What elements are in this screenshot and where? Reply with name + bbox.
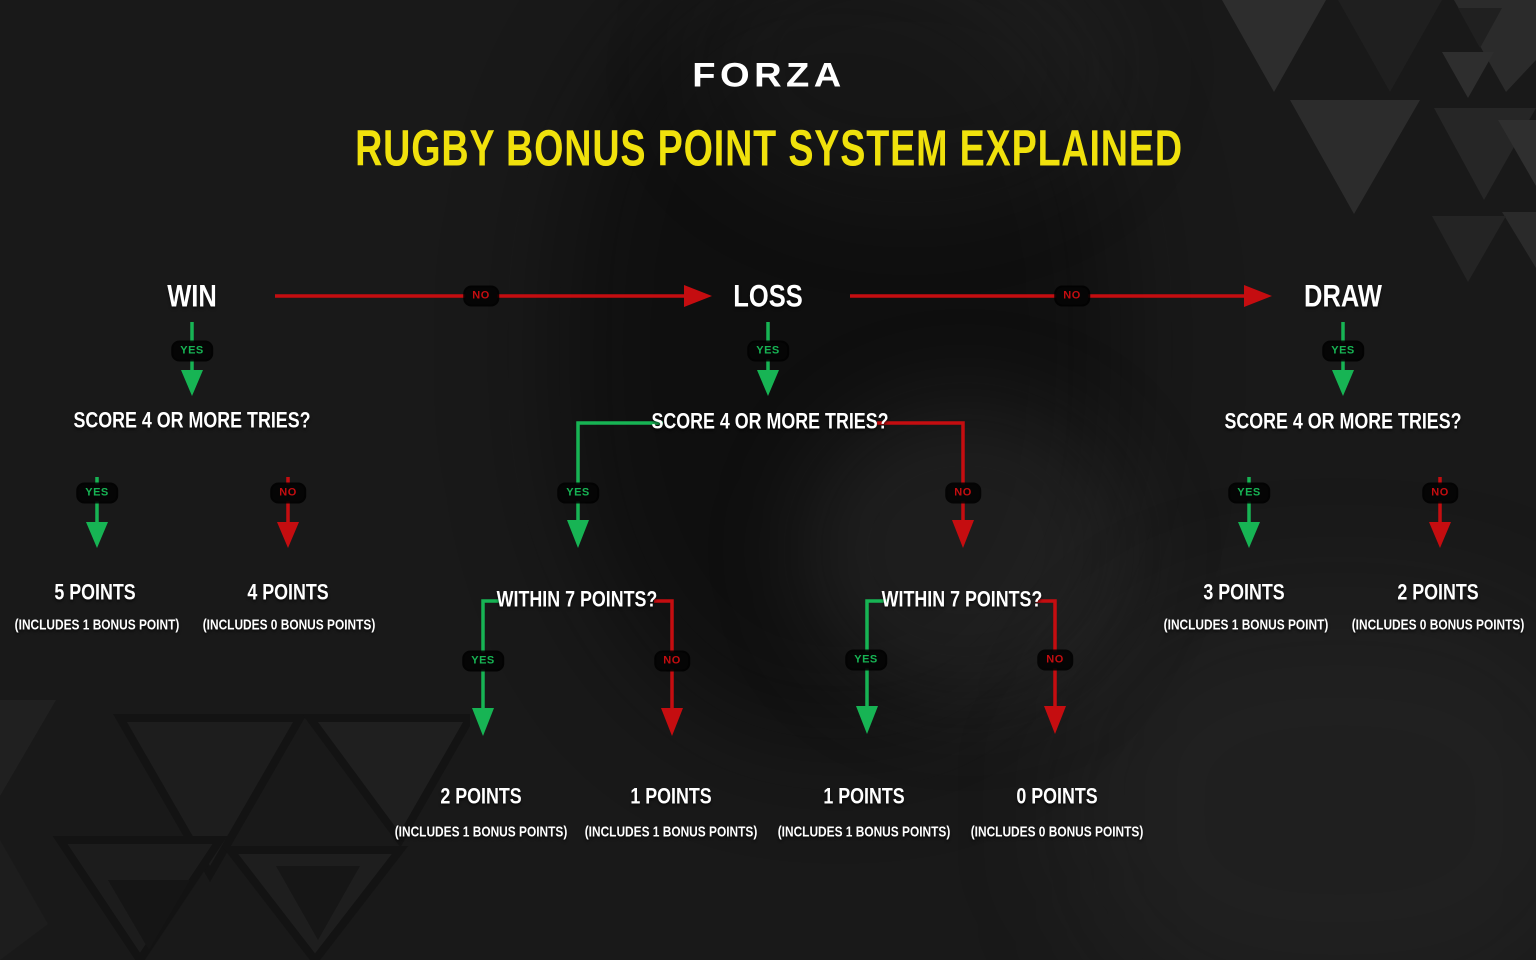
draw-no-points: 2 POINTS	[1397, 580, 1479, 605]
within7-right-yes-elbow	[856, 599, 888, 734]
within7-right-question: WITHIN 7 POINTS?	[881, 587, 1043, 612]
yes-badge-win-question: YES	[78, 484, 116, 502]
loss-no-yes-note: (INCLUDES 1 BONUS POINTS)	[777, 822, 951, 840]
loss-yes-yes-points: 2 POINTS	[440, 784, 522, 809]
within7-left-no-elbow	[654, 599, 683, 736]
yes-badge-loss-question: YES	[559, 484, 597, 502]
no-badge-loss-draw: NO	[1056, 287, 1088, 305]
no-badge-draw-question: NO	[1424, 484, 1456, 502]
no-badge-within7-left: NO	[656, 652, 688, 670]
win-node-label: WIN	[167, 278, 217, 314]
within7-left-question: WITHIN 7 POINTS?	[496, 587, 658, 612]
yes-badge-win: YES	[173, 342, 211, 360]
yes-badge-draw: YES	[1324, 342, 1362, 360]
draw-question: SCORE 4 OR MORE TRIES?	[1224, 409, 1462, 434]
forza-logo: FORZA	[692, 56, 846, 95]
loss-to-draw-arrow	[850, 285, 1272, 307]
draw-node-label: DRAW	[1304, 278, 1382, 314]
loss-yes-yes-note: (INCLUDES 1 BONUS POINTS)	[394, 822, 568, 840]
loss-yes-no-note: (INCLUDES 1 BONUS POINTS)	[584, 822, 758, 840]
no-badge-win-loss: NO	[465, 287, 497, 305]
loss-question: SCORE 4 OR MORE TRIES?	[651, 409, 889, 434]
win-yes-points: 5 POINTS	[54, 580, 136, 605]
loss-yes-no-points: 1 POINTS	[630, 784, 712, 809]
win-no-note: (INCLUDES 0 BONUS POINTS)	[202, 615, 376, 633]
yes-badge-within7-left: YES	[464, 652, 502, 670]
win-question: SCORE 4 OR MORE TRIES?	[73, 408, 311, 433]
loss-node-label: LOSS	[733, 278, 803, 314]
no-badge-loss-question: NO	[947, 484, 979, 502]
loss-no-no-points: 0 POINTS	[1016, 784, 1098, 809]
yes-badge-within7-right: YES	[847, 651, 885, 669]
win-yes-note: (INCLUDES 1 BONUS POINT)	[14, 615, 180, 633]
win-no-points: 4 POINTS	[247, 580, 329, 605]
no-badge-within7-right: NO	[1039, 651, 1071, 669]
page-title: RUGBY BONUS POINT SYSTEM EXPLAINED	[355, 119, 1183, 177]
yes-badge-draw-question: YES	[1230, 484, 1268, 502]
loss-no-yes-points: 1 POINTS	[823, 784, 905, 809]
within7-left-yes-elbow	[472, 599, 500, 736]
yes-badge-loss: YES	[749, 342, 787, 360]
loss-no-no-note: (INCLUDES 0 BONUS POINTS)	[970, 822, 1144, 840]
no-badge-win-question: NO	[272, 484, 304, 502]
within7-right-no-elbow	[1036, 599, 1066, 734]
draw-yes-note: (INCLUDES 1 BONUS POINT)	[1163, 615, 1329, 633]
draw-no-note: (INCLUDES 0 BONUS POINTS)	[1351, 615, 1525, 633]
draw-yes-points: 3 POINTS	[1203, 580, 1285, 605]
